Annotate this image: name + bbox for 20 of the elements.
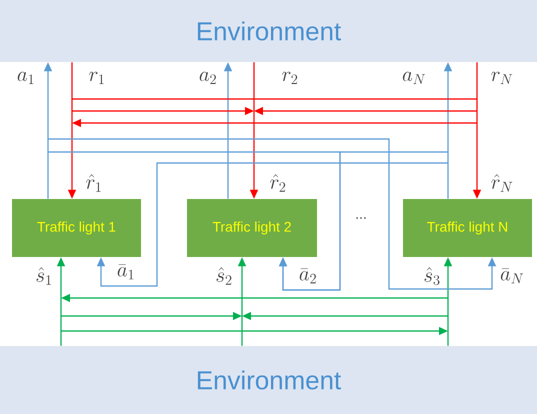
traffic-light-box: Traffic light 2 [187,199,317,257]
signal-label: $\hat{s}_2$ [216,267,232,285]
environment-band: Environment [0,0,537,62]
arrow [96,162,448,287]
signal-label: $r_1$ [89,72,104,84]
ellipsis-label: ... [356,217,366,219]
signal-label: $r_2$ [282,72,298,84]
signal-label: $a_2$ [200,72,216,84]
signal-label: $\bar{a}_N$ [500,268,523,284]
signal-label: $\hat{s}_3$ [424,267,440,286]
signal-label: $\bar{a}_2$ [300,268,316,284]
signal-label: $\hat{s}_1$ [36,267,51,285]
signal-label: $r_N$ [491,72,512,84]
signal-label: $\bar{a}_1$ [118,264,134,280]
environment-band: Environment [0,346,537,414]
arrow [278,151,448,291]
signal-label: $a_N$ [402,72,425,84]
traffic-light-box: Traffic light N [403,199,532,257]
traffic-light-box: Traffic light 1 [12,199,141,257]
signal-label: $a_1$ [18,72,34,84]
